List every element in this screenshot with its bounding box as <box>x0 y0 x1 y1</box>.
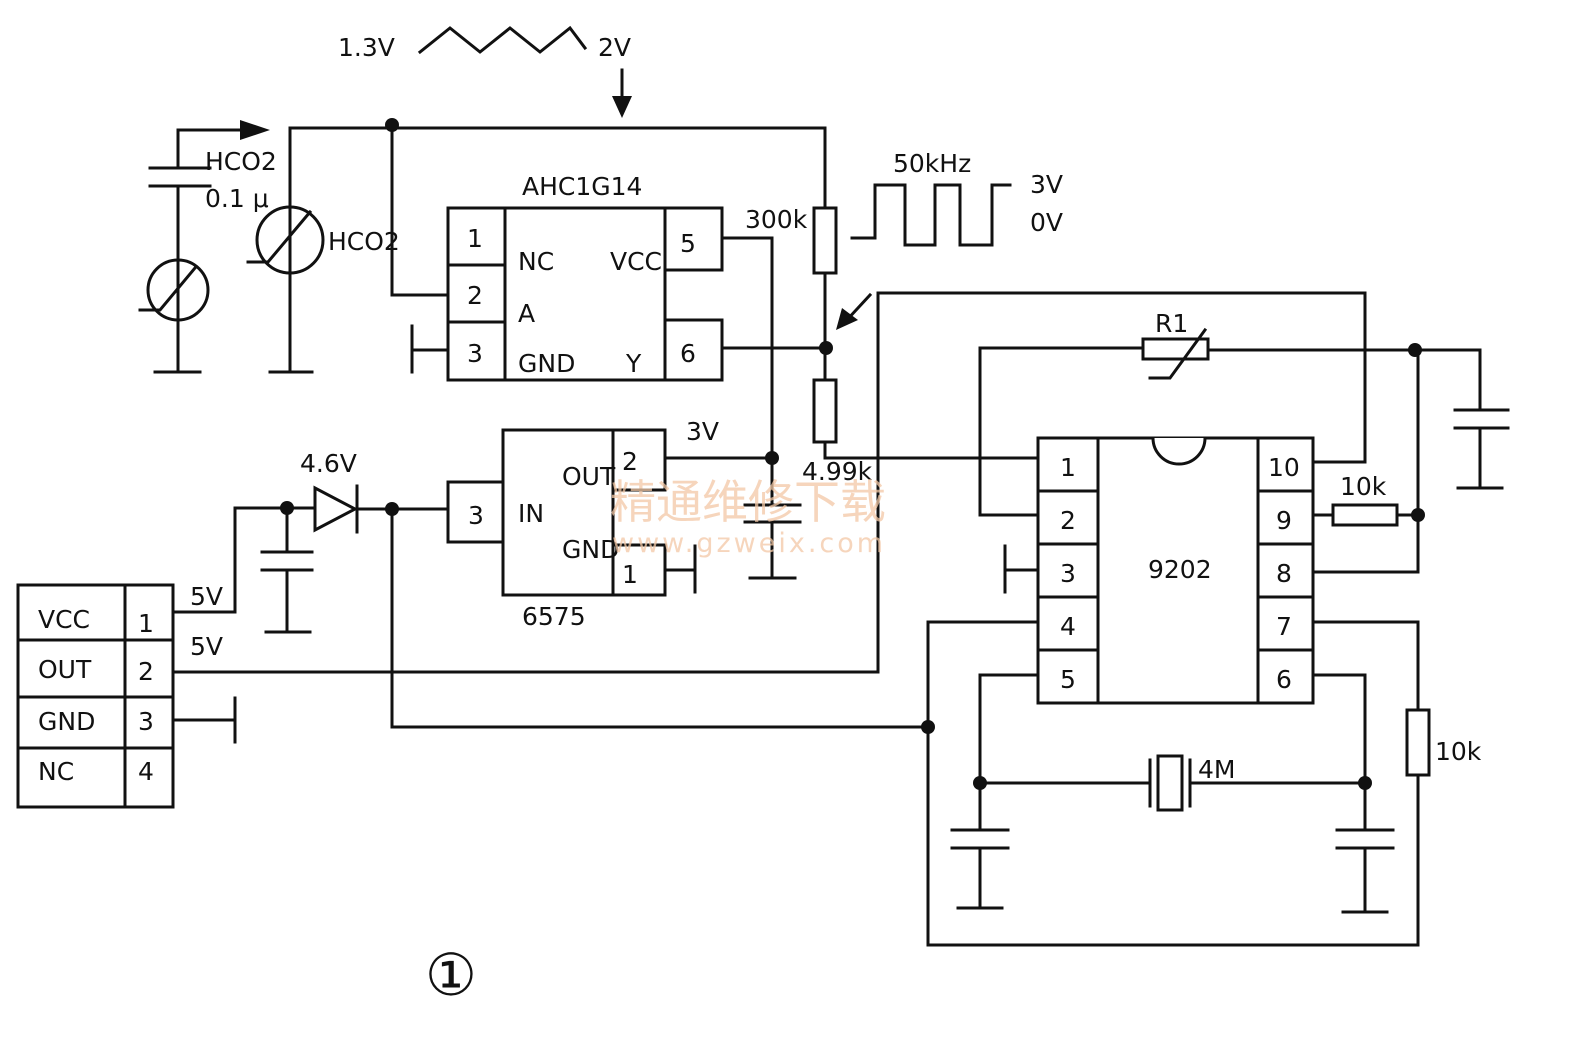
triangle-low-label: 1.3V <box>338 33 395 62</box>
square-high-label: 3V <box>1030 170 1063 199</box>
ic-9202-pin-10: 10 <box>1268 453 1300 482</box>
ahc-label-a: A <box>518 299 535 328</box>
resistor-10k-a <box>1331 503 1399 527</box>
resistor-300k <box>812 206 838 275</box>
conn-out: OUT <box>38 655 92 684</box>
conn-pin-3: 3 <box>138 707 154 736</box>
cap-label: HCO2 <box>205 147 277 176</box>
square-low-label: 0V <box>1030 208 1063 237</box>
ic-9202-pin-9: 9 <box>1276 506 1292 535</box>
ic-ahc1g14: AHC1G14 1 2 3 5 6 NC A GND VCC Y <box>410 172 724 382</box>
ic-6575-label-out: OUT <box>562 462 616 491</box>
ic-9202-pin-2: 2 <box>1060 506 1076 535</box>
conn-vcc-voltage: 5V <box>190 582 223 611</box>
ic-6575-pin-2: 2 <box>622 447 638 476</box>
ic-9202-pin-5: 5 <box>1060 665 1076 694</box>
ahc-label-y: Y <box>625 349 642 378</box>
triangle-waveform: 1.3V 2V <box>338 25 632 118</box>
conn-pin-4: 4 <box>138 757 154 786</box>
conn-out-voltage: 5V <box>190 632 223 661</box>
sensor-label: HCO2 <box>328 227 400 256</box>
arrow-right-icon <box>240 120 270 140</box>
ahc1g14-name: AHC1G14 <box>522 172 642 201</box>
sensor-element: HCO2 <box>246 126 827 374</box>
ahc-label-nc: NC <box>518 247 554 276</box>
diode-voltage: 4.6V <box>300 449 357 478</box>
sensor-capacitor: HCO2 0.1 μ <box>138 120 277 374</box>
ic-9202-pin-6: 6 <box>1276 665 1292 694</box>
ahc-pin-3: 3 <box>467 339 483 368</box>
resistor-4.99k <box>812 378 838 444</box>
ic-6575-pin-1: 1 <box>622 560 638 589</box>
ic-6575-label-in: IN <box>518 499 544 528</box>
thermistor-r1 <box>1141 337 1210 361</box>
diode <box>313 484 359 534</box>
conn-pin-1: 1 <box>138 609 154 638</box>
ic-6575-name: 6575 <box>522 602 586 631</box>
conn-gnd: GND <box>38 707 95 736</box>
ic-6575-out-voltage: 3V <box>686 417 719 446</box>
resistor-10k-b <box>1405 708 1431 777</box>
junction-dot <box>1411 508 1425 522</box>
ahc-label-gnd: GND <box>518 349 575 378</box>
ic-9202-pin-8: 8 <box>1276 559 1292 588</box>
watermark-line1: 精通维修下载 <box>610 475 886 529</box>
square-waveform: 50kHz 3V 0V <box>850 149 1063 247</box>
ic-9202: 9202 1 2 3 4 5 10 9 8 7 6 <box>1036 436 1315 705</box>
ic-9202-name: 9202 <box>1148 555 1212 584</box>
ic-6575-pin-3: 3 <box>468 501 484 530</box>
ic-6575-label-gnd: GND <box>562 535 619 564</box>
conn-vcc: VCC <box>38 605 90 634</box>
watermark-line2: www.gzweix.com <box>612 528 886 559</box>
ic-9202-pin-7: 7 <box>1276 612 1292 641</box>
connector: VCC OUT GND NC 1 2 3 4 <box>16 583 175 809</box>
arrow-down-icon <box>612 96 632 118</box>
ic-9202-pin-3: 3 <box>1060 559 1076 588</box>
r-10k-a-label: 10k <box>1340 472 1387 501</box>
ahc-pin-6: 6 <box>680 339 696 368</box>
square-freq-label: 50kHz <box>893 149 971 178</box>
crystal-label: 4M <box>1198 755 1235 784</box>
ic-9202-pin-4: 4 <box>1060 612 1076 641</box>
ahc-pin-2: 2 <box>467 281 483 310</box>
r-499k-label: 4.99k <box>802 457 873 486</box>
r-10k-b-label: 10k <box>1435 737 1482 766</box>
ic-9202-pin-1: 1 <box>1060 453 1076 482</box>
crystal <box>1148 754 1192 812</box>
junction-dot <box>921 720 935 734</box>
ahc-pin-5: 5 <box>680 229 696 258</box>
ahc-label-vcc: VCC <box>610 247 662 276</box>
ahc-pin-1: 1 <box>467 224 483 253</box>
r-300k-label: 300k <box>745 205 808 234</box>
ic-6575: 6575 3 2 1 IN OUT GND 3V <box>446 417 719 631</box>
junction-dot <box>1408 343 1422 357</box>
conn-nc: NC <box>38 757 74 786</box>
arrow-icon <box>836 308 858 330</box>
triangle-high-label: 2V <box>598 33 631 62</box>
r1-label: R1 <box>1155 309 1188 338</box>
conn-pin-2: 2 <box>138 657 154 686</box>
cap-value: 0.1 μ <box>205 184 269 213</box>
figure-number: ① <box>425 941 477 1009</box>
